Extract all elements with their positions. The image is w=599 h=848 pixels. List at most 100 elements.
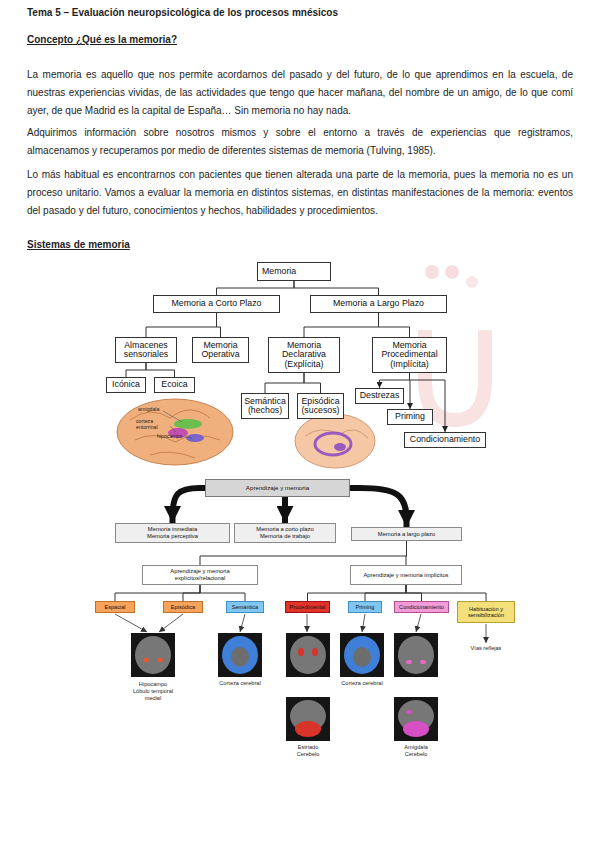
scan-caption: Estriado xyxy=(280,744,336,751)
node-text: Condicionamiento xyxy=(397,604,446,610)
thick-arrow xyxy=(350,488,407,527)
connector-line xyxy=(146,363,175,377)
connector-line xyxy=(217,281,295,295)
connector-line xyxy=(380,373,410,388)
connector-line xyxy=(379,313,410,337)
scan-highlight xyxy=(222,636,258,674)
node-text: Memoria Procedimental (Implícita) xyxy=(375,341,444,369)
anatomy-label: corteza entorrinal xyxy=(136,419,170,430)
pointer-arrow xyxy=(240,614,245,632)
connector-line xyxy=(294,281,379,295)
brain-scan xyxy=(131,633,175,677)
node-text: Memoria a corto plazo xyxy=(237,526,333,533)
body-paragraph: La memoria es aquello que nos permite ac… xyxy=(27,66,573,119)
node-text: Aprendizaje y memoria implícitos xyxy=(353,572,459,579)
connector-line xyxy=(200,541,407,565)
scan-brain xyxy=(398,636,434,674)
node-text: Semántica (hechos) xyxy=(244,397,286,415)
root-box: Memoria xyxy=(257,262,331,281)
anatomy-label: hipocampo xyxy=(157,434,197,440)
scan-caption: Amígdala xyxy=(388,744,444,751)
node-text: Espacial xyxy=(98,604,132,610)
scan-caption: Lóbulo temporal medial xyxy=(125,688,181,701)
connector-line xyxy=(406,585,486,601)
node-text: Memoria Operativa xyxy=(195,341,246,359)
scan-frame xyxy=(218,633,262,677)
scan-frame xyxy=(340,633,384,677)
pointer-arrow xyxy=(159,614,183,632)
scan-brain xyxy=(135,636,171,674)
node-text: Memoria de trabajo xyxy=(237,533,333,540)
scan-highlight xyxy=(420,660,426,664)
system-box: Episódica xyxy=(163,601,203,613)
watermark-dot xyxy=(425,265,439,279)
scan-highlight xyxy=(344,636,380,674)
pointer-arrow xyxy=(486,624,487,643)
system-box: Priming xyxy=(348,601,382,613)
scan-caption: Corteza cerebral xyxy=(334,680,390,687)
scan-highlight xyxy=(298,648,304,656)
leaf-box: Condicionamiento xyxy=(404,432,486,448)
node-text: Priming xyxy=(351,604,379,610)
leaf-box: Priming xyxy=(387,409,433,425)
pointer-arrow xyxy=(362,614,365,632)
brain-scan xyxy=(286,633,330,677)
node-text: Memoria a Corto Plazo xyxy=(156,299,277,308)
scan-caption: Hipocampo xyxy=(125,681,181,688)
brain-gyri xyxy=(130,410,220,458)
scan-highlight xyxy=(143,658,149,662)
brain-structure xyxy=(186,434,204,442)
scan-highlight xyxy=(406,710,412,714)
scan-highlight xyxy=(312,648,318,656)
brain-scan xyxy=(340,633,384,677)
category-box: Memoria Declarativa (Explícita) xyxy=(268,337,340,373)
connector-line xyxy=(406,541,408,565)
scan-highlight xyxy=(157,658,163,662)
node-text: Memoria Declarativa (Explícita) xyxy=(271,341,337,369)
connector-line xyxy=(217,313,221,337)
category-box: Aprendizaje y memoria implícitos xyxy=(350,565,462,585)
connector-line xyxy=(126,363,146,377)
scan-brain xyxy=(231,647,249,667)
body-paragraph: Lo más habitual es encontrarnos con paci… xyxy=(27,166,573,219)
leaf-box: Destrezas xyxy=(355,388,404,404)
anatomy-label: amígdala xyxy=(138,407,178,413)
thick-arrow xyxy=(173,488,206,523)
connector-line xyxy=(304,313,379,337)
pointer-arrow xyxy=(307,614,308,632)
leaf-box: Icónica xyxy=(106,377,146,393)
node-text: Aprendizaje y memoria explícitos/relacio… xyxy=(145,568,255,581)
leaf-box: Ecoica xyxy=(154,377,195,393)
section-heading: Concepto ¿Qué es la memoria? xyxy=(27,33,327,46)
node-text: Aprendizaje y memoria xyxy=(208,485,347,492)
watermark-dot xyxy=(466,276,478,288)
system-box: Procedimental xyxy=(285,601,330,613)
leader-line xyxy=(163,411,182,422)
watermark-dot xyxy=(445,265,459,279)
node-text: Habituación y sensibilización xyxy=(460,606,512,618)
node-text: Semántica xyxy=(229,604,261,610)
scan-caption: Cerebelo xyxy=(280,751,336,758)
connector-line xyxy=(365,585,406,601)
category-box: Memoria a largo plazo xyxy=(351,527,462,541)
pointer-arrow xyxy=(416,614,421,632)
brain-illustration xyxy=(295,414,375,468)
scan-caption: Vías reflejas xyxy=(460,645,512,652)
connector-line xyxy=(410,373,446,432)
category-box: Memoria Procedimental (Implícita) xyxy=(372,337,447,373)
category-box: Memoria a corto plazoMemoria de trabajo xyxy=(234,523,336,543)
leader-line xyxy=(185,437,192,438)
system-box: Espacial xyxy=(95,601,135,613)
root-box: Aprendizaje y memoria xyxy=(205,479,350,497)
scan-caption: Cerebelo xyxy=(388,751,444,758)
connector-line xyxy=(115,585,200,601)
node-text: Almacenes sensoriales xyxy=(118,341,174,359)
leader-line xyxy=(170,426,176,432)
thick-arrow xyxy=(282,497,288,523)
brain-scan xyxy=(218,633,262,677)
node-text: Episódica xyxy=(166,604,200,610)
node-text: Memoria a largo plazo xyxy=(354,531,459,538)
scan-caption: Corteza cerebral xyxy=(212,680,268,687)
node-text: Memoria inmediata xyxy=(118,526,227,533)
